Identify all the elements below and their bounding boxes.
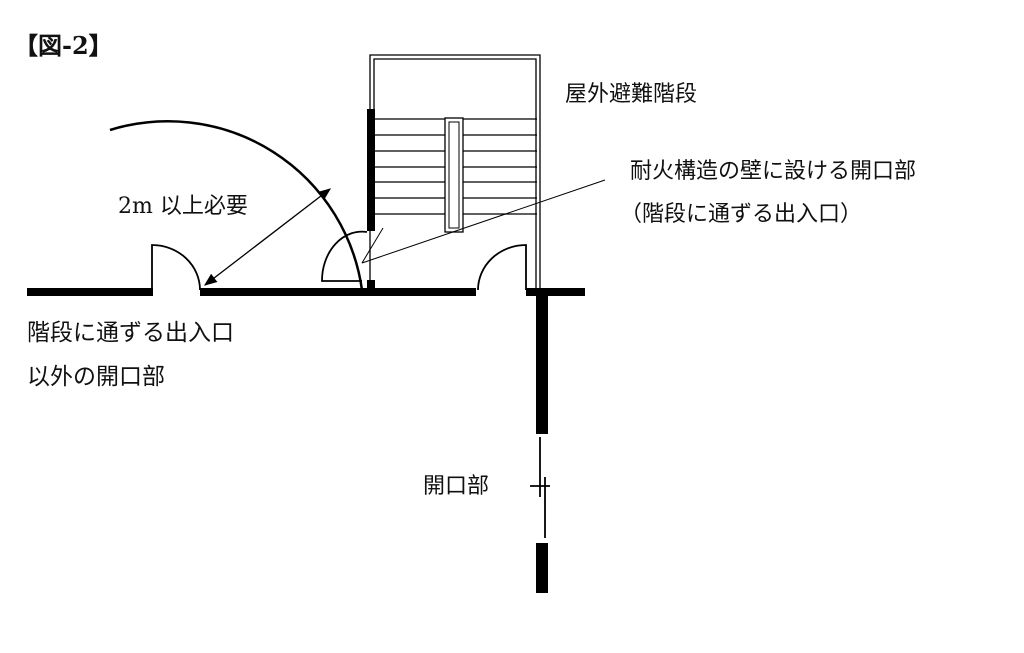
- leader-lines: [361, 179, 606, 264]
- doors: [151, 230, 527, 291]
- side-wall: [530, 296, 550, 593]
- opening-label: 開口部: [423, 474, 490, 499]
- figure-label: 【図-2】: [14, 31, 113, 60]
- other-opening-label-2: 以外の開口部: [27, 364, 165, 390]
- stair-wall: [367, 109, 375, 231]
- other-opening-label-1: 階段に通ずる出入口: [27, 320, 234, 346]
- stair-well: [444, 117, 464, 233]
- outdoor-stair-label: 屋外避難階段: [565, 82, 698, 107]
- floor-wall: [27, 280, 585, 296]
- fire-wall-opening-note: （階段に通ずる出入口）: [620, 202, 863, 227]
- clearance-label: 2m 以上必要: [118, 194, 248, 219]
- fire-wall-opening-label: 耐火構造の壁に設ける開口部: [630, 159, 917, 184]
- clearance-arrow: [203, 188, 332, 286]
- clearance-arc: [109, 120, 364, 291]
